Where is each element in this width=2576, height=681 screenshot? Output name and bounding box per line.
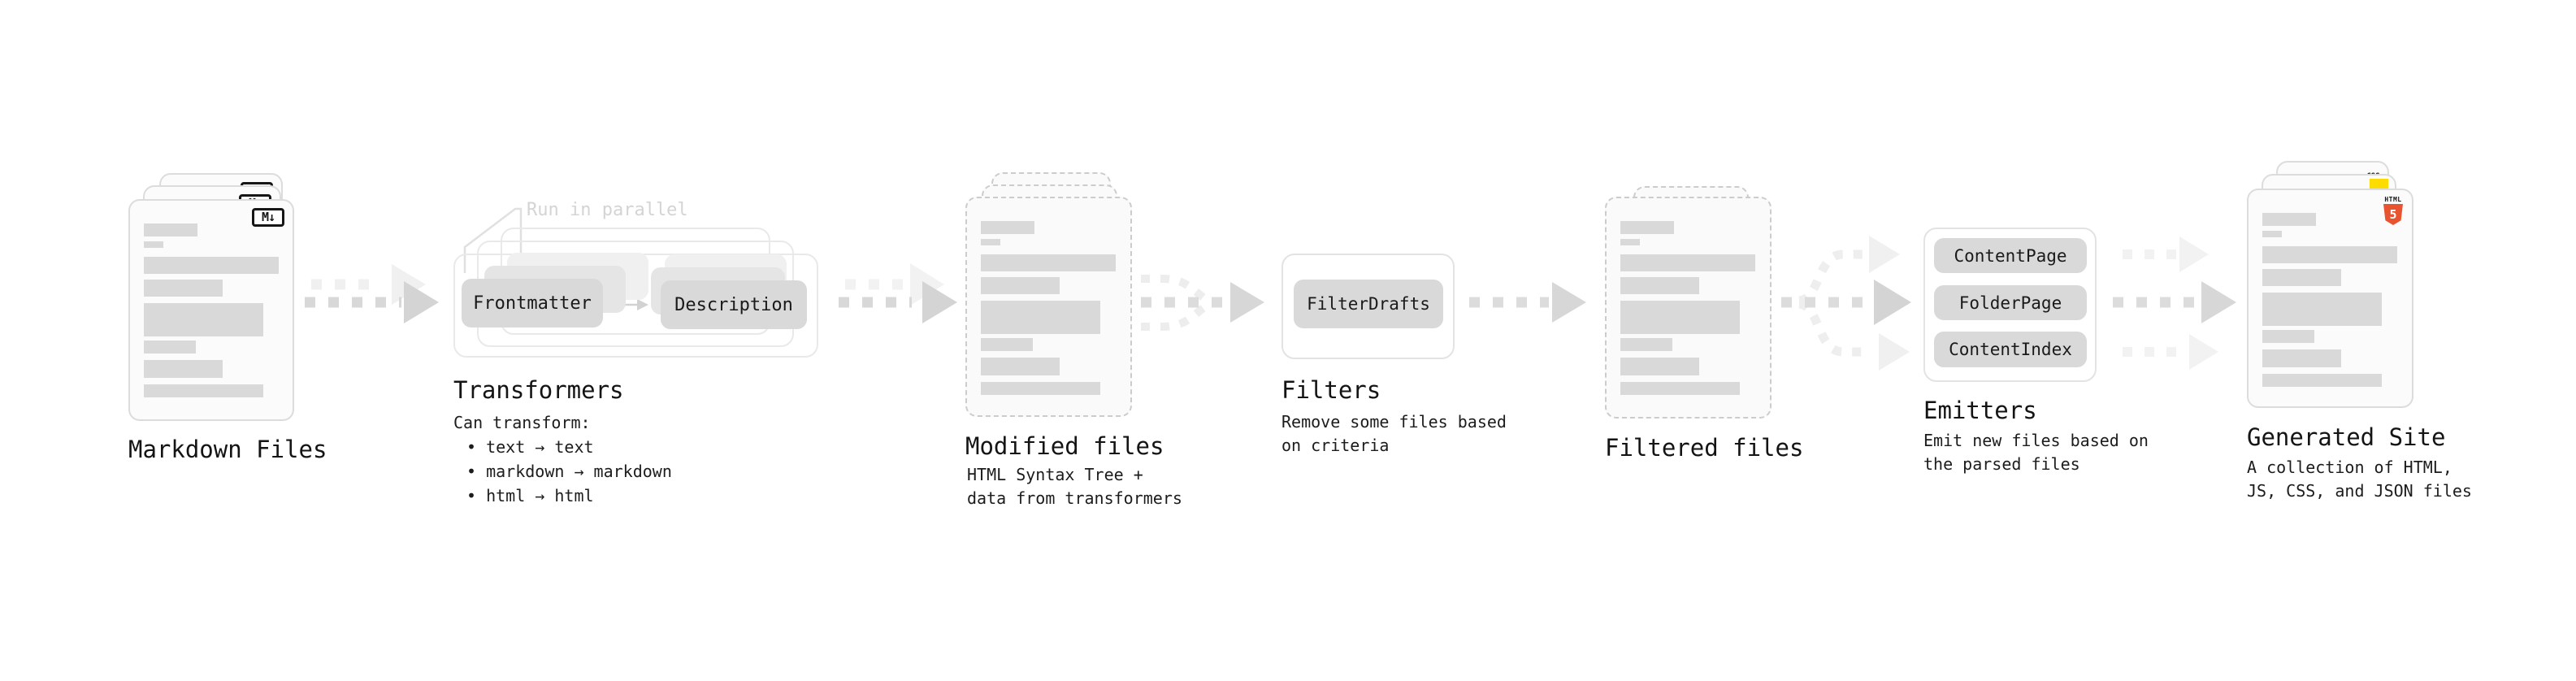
text-line — [981, 221, 1034, 234]
stage-title-modified-files: Modified files — [965, 432, 1164, 460]
document-text-lines — [1607, 198, 1770, 417]
transformer-description: Description — [661, 280, 807, 329]
text-line — [981, 358, 1060, 375]
emitters-box — [1923, 228, 2097, 382]
text-line — [2262, 374, 2382, 387]
caption-line: on criteria — [1281, 436, 1390, 455]
arrow-markdown-to-transformers — [305, 264, 439, 323]
arrow-emitters-to-site — [2113, 236, 2236, 370]
html5-icon-label: HTML — [2384, 196, 2402, 203]
caption-line: A collection of HTML, — [2247, 458, 2452, 477]
caption-line: HTML Syntax Tree + — [967, 465, 1143, 484]
caption-line: • html → html — [466, 486, 594, 505]
text-line — [981, 254, 1116, 271]
caption-line: • text → text — [466, 437, 594, 457]
generated-caption: A collection of HTML, JS, CSS, and JSON … — [2247, 456, 2472, 503]
text-line — [144, 303, 263, 336]
text-line — [144, 280, 223, 297]
caption-line: JS, CSS, and JSON files — [2247, 481, 2472, 501]
emitters-caption: Emit new files based on the parsed files — [1923, 429, 2149, 476]
text-line — [981, 301, 1100, 334]
document-text-lines — [967, 198, 1130, 415]
arrow-filtered-to-emitters-split — [1781, 236, 1911, 371]
filter-drafts-chip: FilterDrafts — [1294, 280, 1443, 328]
caption-line: data from transformers — [967, 488, 1182, 508]
run-in-parallel-label: Run in parallel — [527, 200, 688, 220]
text-line — [2262, 231, 2282, 237]
text-line — [1620, 382, 1740, 395]
caption-line: Emit new files based on — [1923, 431, 2149, 450]
text-line — [2262, 246, 2397, 263]
text-line — [2262, 269, 2341, 286]
document-card: HTML 5 — [2247, 189, 2413, 408]
transformer-frontmatter: Frontmatter — [462, 279, 603, 327]
caption-line: the parsed files — [1923, 454, 2080, 474]
document-card — [965, 197, 1132, 417]
text-line — [2262, 330, 2314, 343]
text-line — [144, 384, 263, 397]
markdown-icon: M↓ — [252, 208, 284, 227]
text-line — [1620, 254, 1755, 271]
arrow-transformers-to-modified — [839, 263, 957, 323]
text-line — [2262, 293, 2382, 326]
text-line — [144, 257, 279, 274]
emitter-folder-page-chip: FolderPage — [1934, 285, 2087, 320]
stage-title-transformers: Transformers — [453, 376, 624, 404]
document-text-lines — [2249, 190, 2412, 406]
arrow-filters-to-filtered — [1469, 282, 1586, 323]
filters-caption: Remove some files based on criteria — [1281, 410, 1507, 458]
stage-title-filtered-files: Filtered files — [1605, 434, 1804, 462]
text-line — [144, 241, 163, 248]
document-card — [1605, 197, 1772, 419]
document-text-lines — [130, 201, 293, 419]
text-line — [1620, 277, 1699, 294]
filters-box — [1281, 254, 1455, 359]
text-line — [1620, 358, 1699, 375]
text-line — [1620, 221, 1674, 234]
text-line — [981, 382, 1100, 395]
caption-line: Can transform: — [453, 413, 591, 432]
text-line — [144, 223, 197, 236]
text-line — [1620, 338, 1672, 351]
arrow-modified-to-filters-merge — [1141, 275, 1264, 331]
text-line — [2262, 349, 2341, 367]
caption-line: • markdown → markdown — [466, 462, 672, 481]
text-line — [981, 338, 1033, 351]
transformers-caption: Can transform: • text → text • markdown … — [453, 410, 672, 508]
text-line — [144, 340, 196, 354]
stage-title-markdown-files: Markdown Files — [128, 436, 327, 463]
document-card: M↓ — [128, 199, 294, 421]
emitter-content-page-chip: ContentPage — [1934, 238, 2087, 273]
text-line — [2262, 213, 2316, 226]
text-line — [144, 360, 223, 378]
text-line — [981, 277, 1060, 294]
html5-icon: HTML 5 — [2383, 196, 2404, 225]
caption-line: Remove some files based — [1281, 412, 1507, 432]
emitter-content-index-chip: ContentIndex — [1934, 332, 2087, 367]
text-line — [1620, 239, 1640, 245]
stage-title-filters: Filters — [1281, 376, 1381, 404]
modified-caption: HTML Syntax Tree + data from transformer… — [967, 463, 1182, 510]
text-line — [1620, 301, 1740, 334]
stage-title-generated-site: Generated Site — [2247, 423, 2446, 451]
stage-title-emitters: Emitters — [1923, 397, 2037, 424]
text-line — [981, 239, 1000, 245]
